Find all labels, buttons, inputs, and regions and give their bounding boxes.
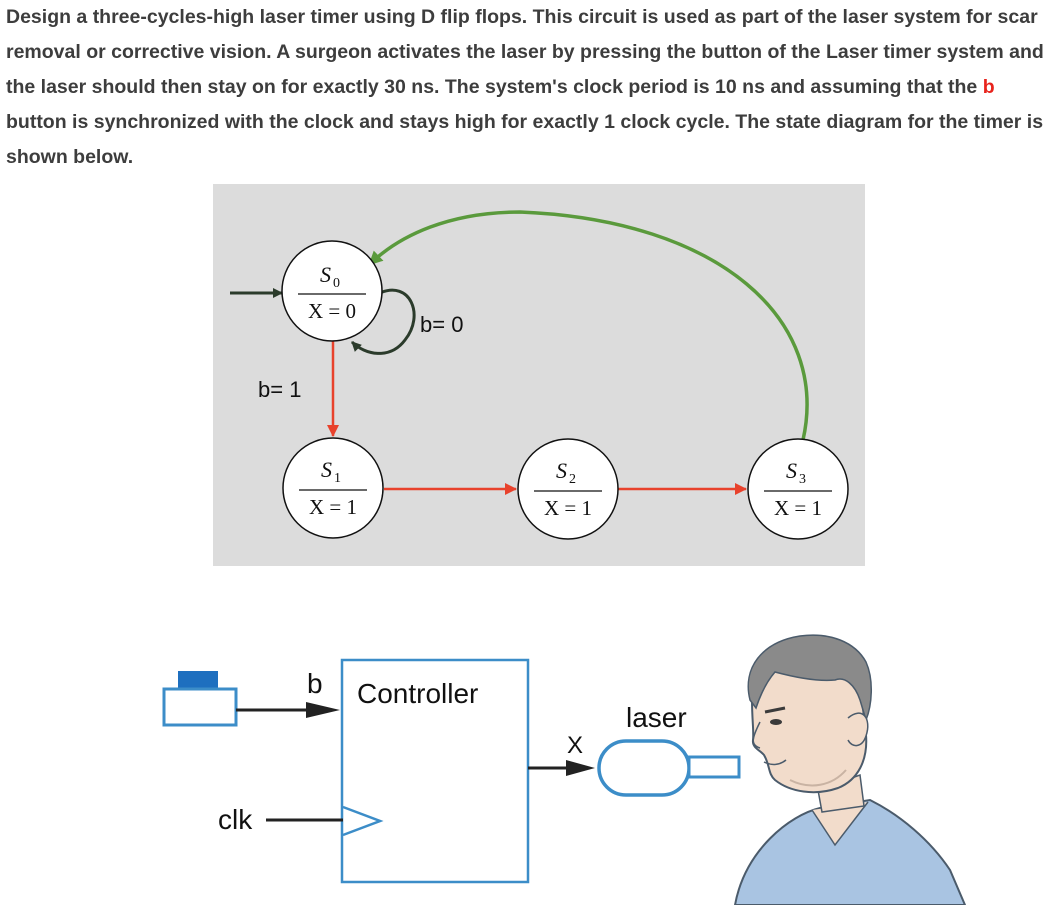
transition-s3-s0 [368, 210, 809, 441]
state-s3-node: S 3 X = 1 [747, 438, 849, 540]
state-s1-node: S 1 X = 1 [282, 437, 384, 539]
b-input-arrowhead [306, 702, 340, 718]
x-output-arrowhead [566, 760, 595, 776]
state-s2-name: S [556, 458, 567, 483]
state-s2-subscript: 2 [569, 472, 576, 487]
state-s1-subscript: 1 [334, 471, 341, 486]
state-s2-output: X = 1 [544, 496, 592, 520]
clk-label: clk [218, 804, 253, 835]
state-s3-name: S [786, 458, 797, 483]
problem-text-after: button is synchronized with the clock an… [6, 111, 1044, 168]
state-s0-node: S 0 X = 0 [281, 240, 383, 342]
state-s3-subscript: 3 [799, 472, 806, 487]
state-s0-subscript: 0 [333, 276, 340, 291]
state-s0-name: S [320, 262, 331, 287]
label-b-equals-0: b= 0 [420, 312, 463, 337]
state-s2-node: S 2 X = 1 [517, 438, 619, 540]
state-s1-output: X = 1 [309, 495, 357, 519]
push-button-icon [162, 671, 238, 727]
patient-illustration [733, 634, 967, 905]
state-s0-output: X = 0 [308, 299, 356, 323]
b-input-label: b [307, 668, 323, 699]
button-b-highlight: b [982, 76, 995, 98]
problem-text-before: Design a three-cycles-high laser timer u… [6, 6, 1044, 98]
x-output-label: X [567, 732, 583, 759]
clock-input-triangle [342, 805, 384, 837]
problem-statement: Design a three-cycles-high laser timer u… [6, 0, 1056, 175]
controller-label: Controller [357, 678, 478, 709]
self-loop-arrow-s0 [350, 288, 416, 355]
state-s3-output: X = 1 [774, 496, 822, 520]
state-s1-name: S [321, 457, 332, 482]
controller-box [340, 658, 530, 884]
laser-label: laser [626, 702, 687, 733]
laser-icon [597, 739, 741, 797]
label-b-equals-1: b= 1 [258, 377, 301, 402]
